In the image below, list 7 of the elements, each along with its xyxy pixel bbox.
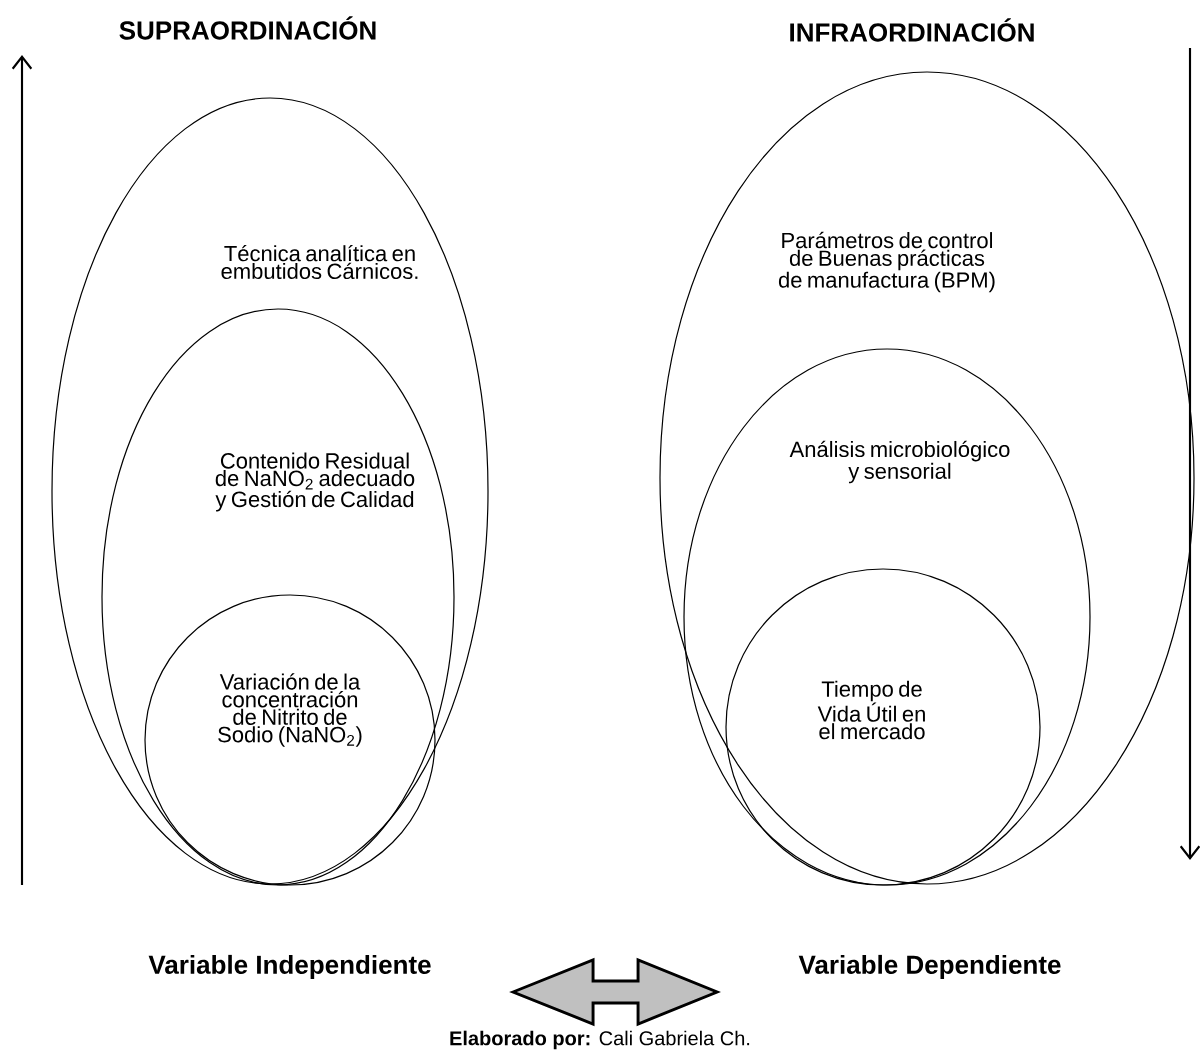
ellipse-node: Tiempo de Vida Útil en el mercado (725, 568, 1041, 886)
heading: INFRAORDINACIÓN (790, 18, 1034, 42)
credit-text: Elaborado por: Cali Gabriela Ch. (450, 1030, 750, 1050)
variable-label: Variable Independiente (148, 954, 431, 980)
circle-node: Variación de la concentración de Nitrito de Sodio (NaNO$_{2}$) (144, 594, 436, 886)
variable-label: Variable Dependiente (798, 954, 1061, 980)
heading: SUPRAORDINACIÓN (119, 16, 376, 40)
